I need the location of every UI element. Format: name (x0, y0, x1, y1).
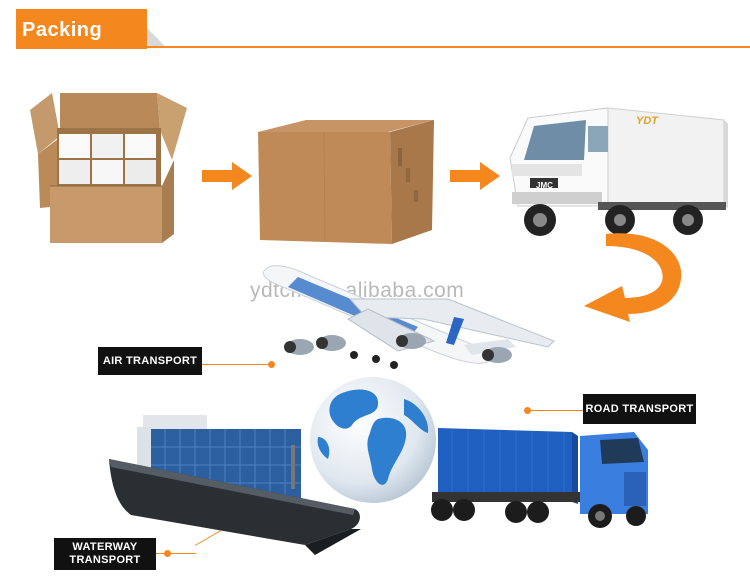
road-transport-text: ROAD TRANSPORT (585, 402, 694, 415)
waterway-transport-leader-line (156, 553, 196, 554)
section-title: Packing (22, 19, 103, 41)
truck-brand-text: YDT (636, 115, 659, 127)
arrow-right-icon (202, 162, 252, 190)
open-box-image (30, 93, 187, 243)
waterway-transport-marker-dot (164, 550, 171, 557)
waterway-transport-text-line2: TRANSPORT (69, 554, 141, 566)
arrow-right-icon (450, 162, 500, 190)
road-transport-marker-dot (524, 407, 531, 414)
road-transport-leader-line (530, 410, 583, 411)
globe-image (310, 377, 436, 503)
title-tab-corner (147, 28, 167, 48)
air-transport-leader-line (202, 364, 270, 365)
air-transport-text: AIR TRANSPORT (102, 354, 198, 367)
section-title-tab: Packing (16, 9, 147, 49)
road-transport-label: ROAD TRANSPORT (583, 394, 696, 424)
semi-truck-image (431, 428, 648, 528)
air-transport-marker-dot (268, 361, 275, 368)
waterway-transport-label: WATERWAY TRANSPORT (54, 538, 156, 570)
box-truck-image: YDT JMC (509, 107, 728, 236)
title-underline (147, 46, 750, 48)
airplane-image (262, 265, 555, 369)
container-ship-image (109, 415, 361, 555)
truck-grille-text: JMC (536, 181, 553, 190)
air-transport-label: AIR TRANSPORT (98, 347, 202, 375)
waterway-transport-text-line1: WATERWAY (72, 541, 138, 553)
curved-arrow-icon (584, 233, 682, 322)
closed-box-image (258, 120, 434, 244)
